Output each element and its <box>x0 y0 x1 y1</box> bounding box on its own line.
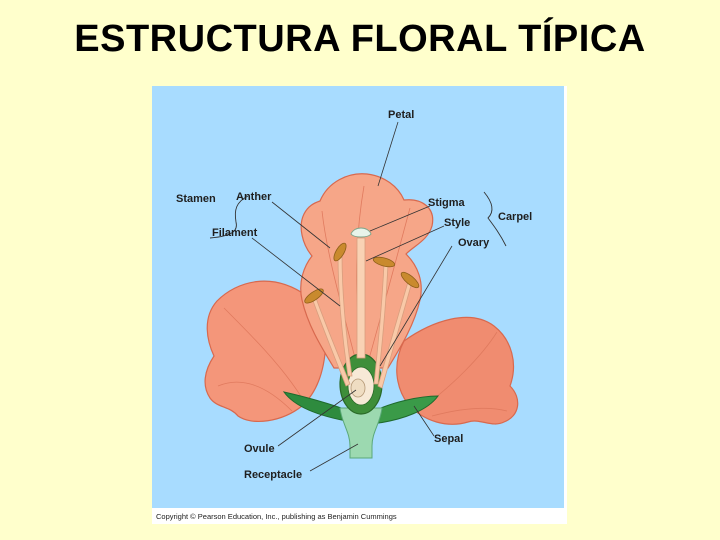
copyright-notice: Copyright © Pearson Education, Inc., pub… <box>156 512 397 521</box>
ovule <box>350 378 366 398</box>
label-ovule: Ovule <box>244 443 275 455</box>
label-receptacle: Receptacle <box>244 469 302 481</box>
filaments <box>311 253 413 389</box>
right-sepal <box>371 395 439 425</box>
anthers <box>304 242 420 304</box>
label-style: Style <box>444 217 470 229</box>
label-stigma: Stigma <box>428 197 466 209</box>
leader-lines <box>251 121 453 472</box>
flower-illustration: Petal Stamen Anther Filament Stigma Styl… <box>152 86 564 508</box>
slide-title: ESTRUCTURA FLORAL TÍPICA <box>74 18 646 60</box>
left-sepal <box>282 391 353 423</box>
style <box>356 237 366 359</box>
label-ovary: Ovary <box>458 237 490 249</box>
label-petal: Petal <box>388 109 414 121</box>
receptacle <box>339 407 383 459</box>
label-filament: Filament <box>212 227 258 239</box>
label-stamen: Stamen <box>176 193 216 205</box>
label-anther: Anther <box>236 191 272 203</box>
label-brackets <box>209 191 507 247</box>
flower-diagram: Petal Stamen Anther Filament Stigma Styl… <box>152 86 567 524</box>
label-carpel: Carpel <box>498 211 532 223</box>
stigma <box>350 227 372 238</box>
label-sepal: Sepal <box>434 433 463 445</box>
